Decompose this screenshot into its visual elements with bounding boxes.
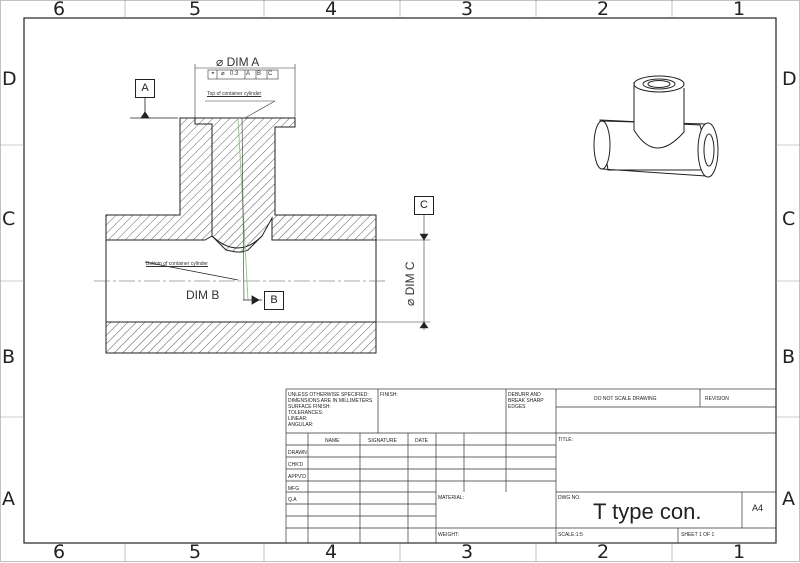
zone-right-b: B [782, 346, 796, 368]
dim-c-dimension [376, 215, 430, 330]
top-note-leader [205, 100, 276, 119]
zone-bottom-6: 6 [53, 541, 66, 563]
title-label: TITLE: [558, 437, 574, 443]
row-appvd: APPV'D [288, 474, 306, 480]
fcf-tolerance: 0.3 [230, 71, 239, 77]
sheet-label: SHEET 1 OF 1 [681, 532, 715, 538]
row-chkd: CHK'D [288, 462, 304, 468]
fcf-datum-a: A [246, 71, 251, 77]
zone-left-d: D [2, 68, 17, 90]
col-date: DATE [415, 438, 428, 444]
dim-a-dimension [194, 64, 296, 118]
zone-top-4: 4 [325, 0, 338, 20]
dim-c-text: DIM C [403, 261, 417, 296]
hatch-vertical-branch [105, 117, 377, 253]
dim-b-label: DIM B [186, 288, 220, 302]
zone-bottom-2: 2 [597, 541, 610, 563]
zone-right-c: C [782, 208, 796, 230]
isometric-view [593, 75, 719, 178]
zone-bottom-5: 5 [189, 541, 202, 563]
sheet-size: A4 [752, 503, 764, 513]
dim-b-dimension [144, 261, 262, 305]
zone-right-d: D [782, 68, 797, 90]
section-view [94, 117, 388, 354]
fcf-datum-b: B [257, 71, 262, 77]
col-signature: SIGNATURE [368, 438, 397, 444]
revision-label: REVISION [705, 396, 729, 402]
zone-left-b: B [2, 346, 16, 368]
dim-a-text: DIM A [226, 55, 260, 69]
row-drawn: DRAWN [288, 450, 307, 456]
zone-right-a: A [782, 488, 795, 510]
zone-top-3: 3 [461, 0, 474, 20]
row-mfg: MFG [288, 486, 300, 492]
zone-top-5: 5 [189, 0, 202, 20]
datum-a-symbol [130, 97, 178, 119]
datum-a-box: A [135, 79, 155, 98]
row-qa: Q.A [288, 497, 297, 503]
finish-label: FINISH: [380, 392, 398, 398]
datum-c-box: C [414, 196, 434, 215]
hatch-bottom-wall [105, 321, 377, 354]
material-label: MATERIAL: [438, 495, 465, 501]
diameter-symbol: ⌀ [216, 55, 224, 69]
dwg-no-label: DWG NO. [558, 495, 581, 501]
zone-bottom-1: 1 [733, 541, 746, 563]
deburr-note: DEBURR AND BREAK SHARP EDGES [508, 392, 544, 410]
zone-top-2: 2 [597, 0, 610, 20]
zone-top-6: 6 [53, 0, 66, 20]
zone-bottom-4: 4 [325, 541, 338, 563]
zone-left-a: A [2, 488, 15, 510]
bottom-note: Bottom of container cylinder [146, 261, 208, 267]
do-not-scale: DO NOT SCALE DRAWING [594, 396, 657, 402]
zone-top-1: 1 [733, 0, 746, 20]
scale-label: SCALE:1:5 [558, 532, 583, 538]
zone-left-c: C [2, 208, 16, 230]
datum-b-box: B [264, 291, 284, 310]
weight-label: WEIGHT: [438, 532, 459, 538]
title-block-grid [285, 388, 777, 544]
fcf-diameter: ⌀ [221, 71, 225, 77]
feature-control-frame-box [207, 69, 279, 80]
dim-c-label: ⌀ DIM C [403, 261, 417, 306]
fcf-datum-c: C [268, 71, 273, 77]
dim-a-label: ⌀ DIM A [216, 55, 259, 69]
col-name: NAME [325, 438, 340, 444]
top-note: Top of container cylinder [207, 91, 262, 97]
dwg-no-value: T type con. [593, 499, 702, 524]
general-notes: UNLESS OTHERWISE SPECIFIED: DIMENSIONS A… [288, 392, 373, 428]
diameter-symbol: ⌀ [403, 298, 417, 306]
position-icon: ⌖ [211, 71, 215, 77]
zone-bottom-3: 3 [461, 541, 474, 563]
